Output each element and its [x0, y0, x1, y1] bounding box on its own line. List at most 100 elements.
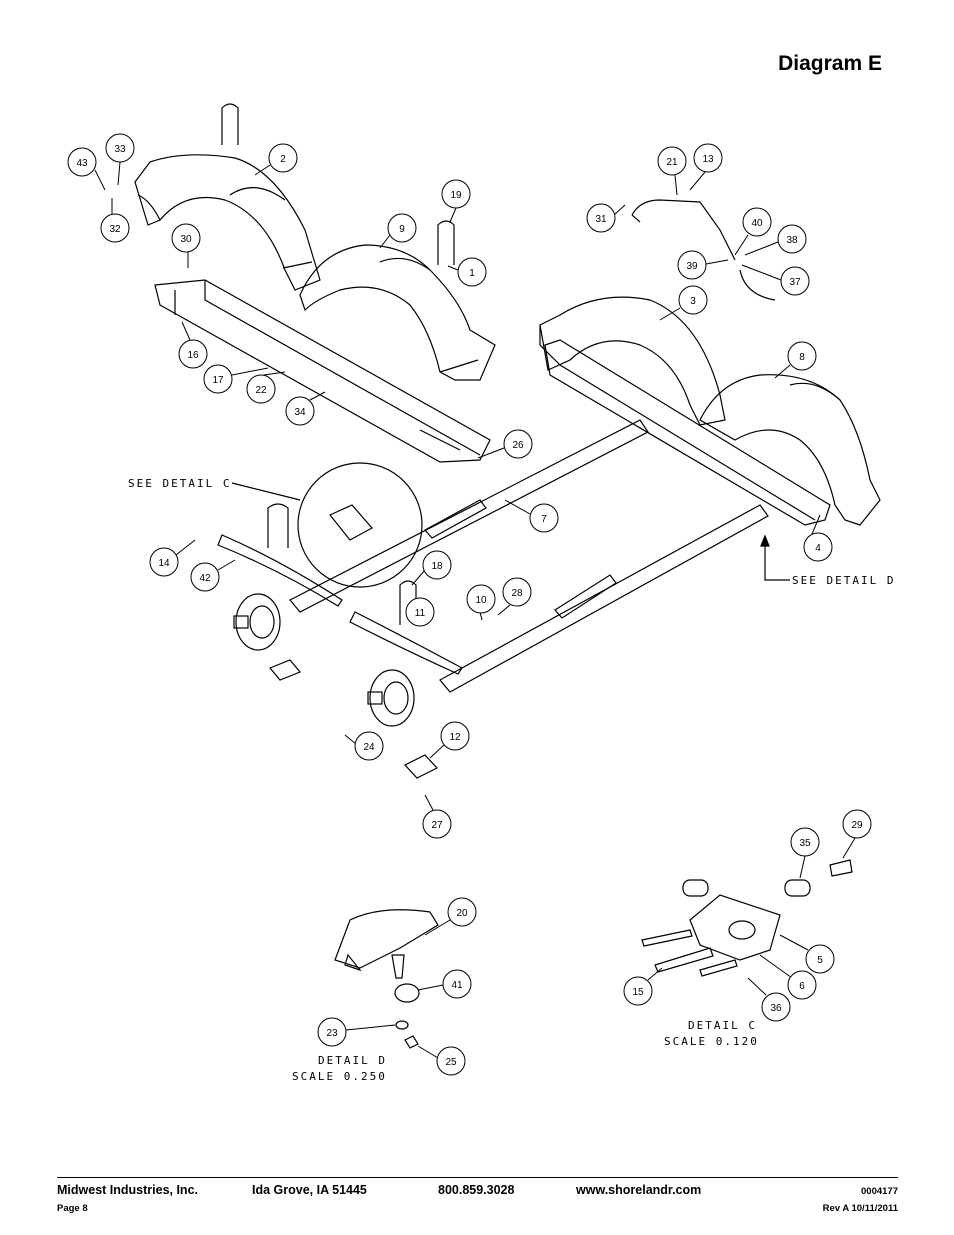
svg-text:37: 37: [789, 277, 801, 288]
callout-38: 38: [744, 224, 807, 256]
svg-text:31: 31: [595, 214, 607, 225]
svg-text:16: 16: [187, 350, 199, 361]
detail-d-title: DETAIL D: [318, 1054, 387, 1067]
svg-text:38: 38: [786, 235, 798, 246]
callout-30: 30: [171, 223, 201, 268]
callout-40: 40: [734, 207, 772, 256]
callout-41: 41: [417, 969, 472, 999]
svg-text:24: 24: [363, 742, 375, 753]
svg-text:25: 25: [445, 1057, 457, 1068]
svg-text:35: 35: [799, 838, 811, 849]
svg-text:21: 21: [666, 157, 678, 168]
svg-text:33: 33: [114, 144, 126, 155]
detail-c-parts: [641, 859, 853, 977]
fender-left-front: [299, 244, 496, 381]
callout-6: 6: [759, 954, 817, 1000]
svg-text:32: 32: [109, 224, 121, 235]
callout-12: 12: [429, 721, 470, 759]
callout-20: 20: [424, 897, 477, 936]
footer-phone: 800.859.3028: [438, 1183, 515, 1197]
svg-text:27: 27: [431, 820, 443, 831]
callout-7: 7: [504, 499, 559, 533]
fender-right-front: [539, 296, 726, 426]
footer-website[interactable]: www.shorelandr.com: [576, 1183, 702, 1197]
svg-text:15: 15: [632, 987, 644, 998]
svg-text:20: 20: [456, 908, 468, 919]
svg-text:8: 8: [799, 352, 805, 363]
callout-26: 26: [477, 429, 533, 459]
callout-33: 33: [105, 133, 135, 186]
hub-front: [233, 593, 281, 651]
svg-text:34: 34: [294, 407, 306, 418]
callout-43: 43: [67, 147, 106, 191]
callout-14: 14: [149, 539, 196, 577]
callout-34: 34: [285, 391, 326, 426]
svg-text:14: 14: [158, 558, 170, 569]
callout-18: 18: [411, 550, 452, 586]
u-bolt-19: [437, 220, 455, 265]
svg-text:17: 17: [212, 375, 224, 386]
detail-c-title: DETAIL C: [688, 1019, 757, 1032]
axle-rear: [439, 504, 769, 693]
leaf-spring-42: [217, 534, 343, 607]
tie-plate-12: [404, 754, 438, 779]
svg-text:9: 9: [399, 224, 405, 235]
see-detail-d-note: SEE DETAIL D: [792, 574, 895, 587]
callout-29: 29: [842, 809, 872, 859]
callout-4: 4: [803, 514, 833, 562]
footer-part-number: 0004177: [861, 1186, 898, 1197]
svg-text:7: 7: [541, 514, 547, 525]
callout-21: 21: [657, 146, 687, 196]
footer-rule: [57, 1177, 898, 1178]
svg-text:26: 26: [512, 440, 524, 451]
frame-rail-left: [154, 279, 491, 463]
svg-text:29: 29: [851, 820, 863, 831]
u-bolt-top: [221, 103, 239, 145]
svg-text:10: 10: [475, 595, 487, 606]
callout-35: 35: [790, 827, 820, 879]
svg-text:42: 42: [199, 573, 211, 584]
detail-c-circle: [297, 462, 423, 588]
callout-31: 31: [586, 203, 626, 233]
callout-22: 22: [246, 371, 286, 404]
footer-company: Midwest Industries, Inc.: [57, 1183, 198, 1197]
callout-28: 28: [497, 577, 532, 616]
detail-c-plate-small: [329, 504, 373, 541]
callout-23: 23: [317, 1017, 396, 1047]
svg-text:28: 28: [511, 588, 523, 599]
callout-19: 19: [441, 179, 471, 223]
svg-text:22: 22: [255, 385, 267, 396]
callout-27: 27: [422, 794, 452, 839]
callout-11: 11: [405, 597, 435, 627]
callout-3: 3: [659, 285, 708, 321]
svg-text:18: 18: [431, 561, 443, 572]
parts-diagram: 43 33 32 2 30 9 19 1 21 13 31 40 38 39 3…: [67, 103, 895, 1083]
footer-city: Ida Grove, IA 51445: [252, 1183, 367, 1197]
svg-text:39: 39: [686, 261, 698, 272]
svg-text:23: 23: [326, 1028, 338, 1039]
footer-page: Page 8: [57, 1203, 88, 1214]
step-front: [424, 499, 487, 539]
callout-2: 2: [254, 143, 298, 176]
svg-text:2: 2: [280, 154, 286, 165]
svg-text:40: 40: [751, 218, 763, 229]
fender-right-rear: [699, 374, 881, 526]
svg-text:19: 19: [450, 190, 462, 201]
svg-text:4: 4: [815, 543, 821, 554]
u-bolt-18: [399, 580, 417, 625]
callout-10: 10: [466, 584, 496, 621]
callout-5: 5: [779, 934, 835, 974]
svg-text:30: 30: [180, 234, 192, 245]
svg-text:13: 13: [702, 154, 714, 165]
u-bolt-14: [267, 503, 289, 548]
callout-9: 9: [379, 213, 417, 249]
leaf-spring-rear: [349, 611, 463, 675]
callout-32: 32: [100, 198, 130, 243]
fender-left-rear: [134, 154, 321, 291]
page-title: Diagram E: [778, 52, 882, 75]
callout-13: 13: [689, 143, 723, 191]
callout-36: 36: [747, 977, 791, 1022]
detail-d-scale: SCALE 0.250: [292, 1070, 387, 1083]
step-rear: [554, 574, 617, 619]
footer-revision: Rev A 10/11/2011: [822, 1203, 898, 1214]
